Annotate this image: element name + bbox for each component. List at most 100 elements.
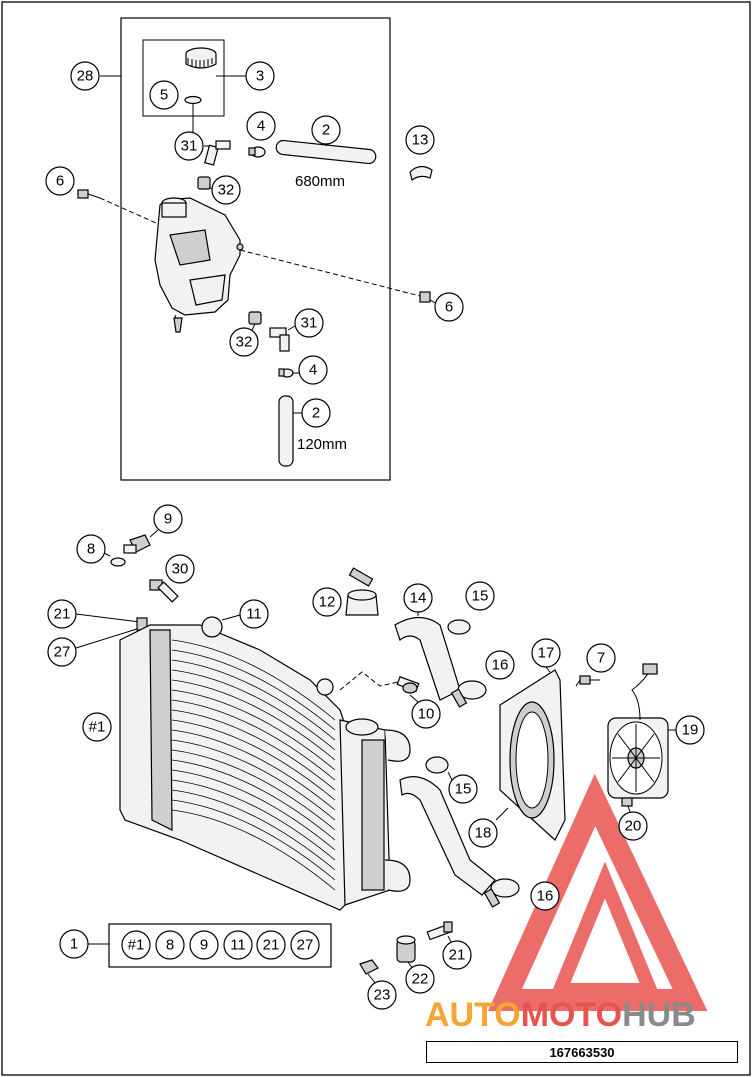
callout-c31b: 31: [294, 308, 324, 338]
callout-number: 6: [56, 173, 64, 190]
callout-circle: [367, 980, 397, 1010]
callout-circle: [403, 583, 433, 613]
callout-number: 14: [410, 590, 427, 607]
callout-number: 6: [445, 299, 453, 316]
callout-circle: [405, 964, 435, 994]
callout-circle: [223, 930, 253, 960]
callout-number: 11: [246, 606, 262, 623]
callout-circle: [530, 881, 560, 911]
callout-circle: [153, 504, 183, 534]
callout-c13: 13: [405, 125, 435, 155]
callout-c10: 10: [411, 699, 441, 729]
callout-number: 2: [322, 122, 330, 139]
callout-circle: [245, 61, 275, 91]
callout-circle: [405, 125, 435, 155]
callout-c6a: 6: [45, 166, 75, 196]
hose-length-upper: 680mm: [295, 173, 345, 190]
watermark-auto: AUTO: [425, 996, 521, 1034]
screw-right: [419, 291, 431, 303]
callout-number: 23: [374, 987, 391, 1004]
seal-upper: [197, 176, 211, 190]
callout-circle: [256, 930, 286, 960]
callout-c2a: 2: [311, 115, 341, 145]
radiator-bolt: [396, 676, 420, 694]
callout-c12: 12: [312, 587, 342, 617]
callout-circle: [239, 599, 269, 629]
elbow-fitting-lower: [269, 327, 290, 352]
callout-number: 17: [538, 645, 555, 662]
fan-shroud: [499, 669, 566, 841]
fan-screw: [621, 797, 633, 807]
callout-circle: [434, 292, 464, 322]
watermark-hub: HUB: [622, 996, 696, 1034]
callout-number: 11: [230, 937, 246, 954]
callout-number: 9: [164, 511, 172, 528]
callout-number: 2: [312, 405, 320, 422]
callout-circle: [675, 715, 705, 745]
callout-c11: 11: [239, 599, 269, 629]
sensor-seal: [110, 557, 126, 567]
callout-number: 7: [597, 650, 605, 667]
callout-circle: [294, 308, 324, 338]
callout-circle: [174, 131, 204, 161]
callout-number: 10: [418, 706, 435, 723]
callout-c4b: 4: [298, 355, 328, 385]
callout-c30: 30: [165, 554, 195, 584]
callout-number: 5: [160, 87, 168, 104]
callout-number: 18: [475, 825, 492, 842]
cap-subgroup-frame: [142, 39, 225, 117]
callout-c18: 18: [468, 818, 498, 848]
callout-number: 32: [218, 182, 235, 199]
callout-kit-item-4: 21: [256, 930, 286, 960]
shroud-screw: [579, 675, 600, 685]
callout-number: 4: [257, 118, 265, 135]
callout-circle: [485, 650, 515, 680]
callout-circle: [47, 599, 77, 629]
callout-number: 4: [309, 362, 317, 379]
callout-number: 28: [77, 68, 94, 85]
callout-circle: [211, 175, 241, 205]
callout-c21a: 21: [47, 599, 77, 629]
radiator-hose-upper: [394, 616, 461, 701]
hose-length-lower: 120mm: [297, 436, 347, 453]
callout-circle: [229, 327, 259, 357]
callout-circle: [531, 638, 561, 668]
callout-c14: 14: [403, 583, 433, 613]
callout-c6b: 6: [434, 292, 464, 322]
callout-circle: [70, 61, 100, 91]
callout-circle: [189, 930, 219, 960]
callout-c15b: 15: [448, 774, 478, 804]
rubber-damper: [396, 935, 416, 963]
radiator-cap: [345, 567, 379, 616]
callout-number: 16: [537, 888, 554, 905]
callout-number: 20: [625, 818, 642, 835]
callout-number: 16: [492, 657, 509, 674]
callout-c16b: 16: [530, 881, 560, 911]
callout-number: 30: [172, 561, 189, 578]
hose-680: [275, 139, 377, 165]
callout-number: #1: [128, 937, 145, 954]
callout-circle: [82, 712, 112, 742]
callout-number: 27: [297, 937, 314, 954]
hose-120: [278, 395, 294, 467]
callout-number: 21: [263, 937, 280, 954]
callout-circle: [165, 554, 195, 584]
callout-circle: [312, 587, 342, 617]
callout-c23: 23: [367, 980, 397, 1010]
callout-number: #1: [89, 719, 106, 736]
seal-lower: [248, 311, 262, 325]
lower-nut: [359, 959, 379, 975]
callout-c16a: 16: [485, 650, 515, 680]
callout-circle: [468, 818, 498, 848]
callout-c21b: 21: [442, 940, 472, 970]
callout-c2b: 2: [301, 398, 331, 428]
callout-c9: 9: [153, 504, 183, 534]
callout-c3: 3: [245, 61, 275, 91]
callout-circle: [121, 930, 151, 960]
callout-c32a: 32: [211, 175, 241, 205]
expansion-tank: [154, 197, 244, 333]
callout-number: 13: [412, 132, 429, 149]
callout-circle: [290, 930, 320, 960]
